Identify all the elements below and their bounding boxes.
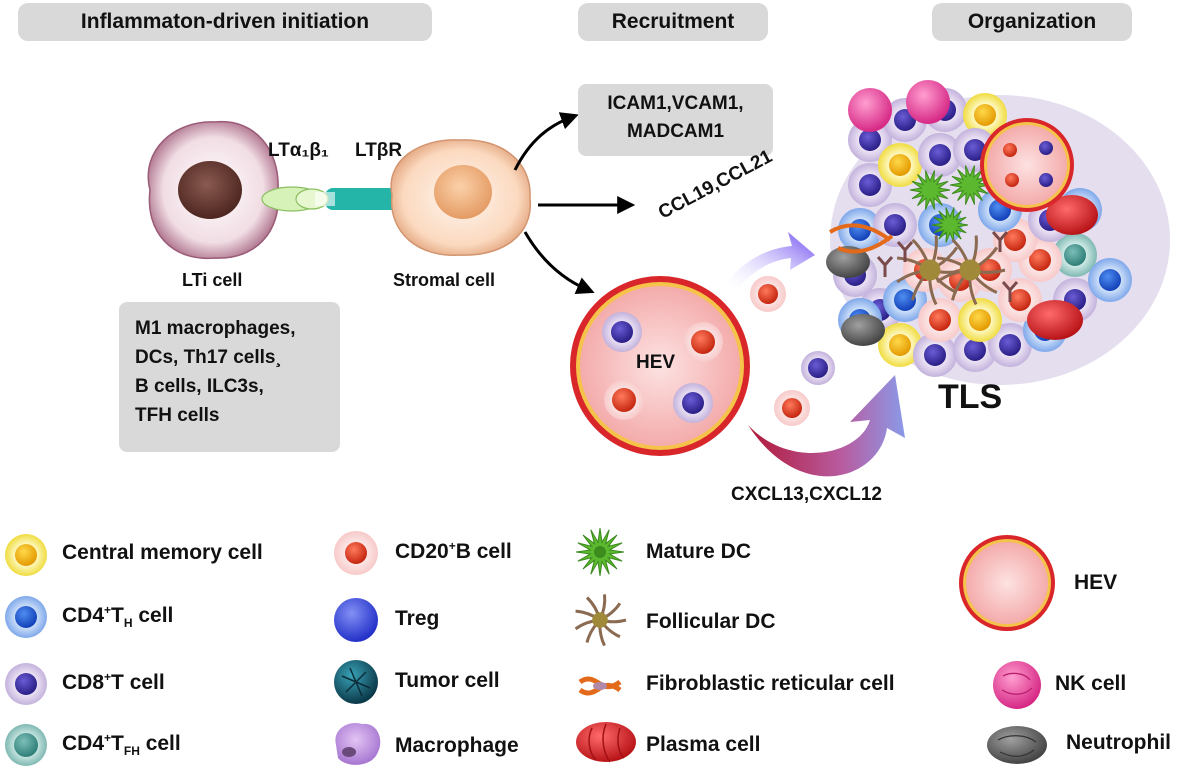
initiating-cells-box: M1 macrophages, DCs, Th17 cells¸ B cells… [119,302,340,452]
legend-cd8-t-sup: + [104,670,112,684]
legend-cd20-b-sup: + [448,539,456,553]
ltbr-label: LTβR [355,140,403,161]
cd4-th-cell-icon [5,596,47,638]
legend-cd4-tfh-post: cell [139,732,181,755]
central-memory-cell-icon [5,534,47,576]
legend-central-memory: Central memory cell [62,541,263,564]
legend-cd4-tfh-sub: FH [123,744,140,759]
stromal-cell-label: Stromal cell [393,270,496,290]
initiating-cells-line-4: TFH cells [135,405,220,426]
legend-cd20-b: CD20+B cell [395,539,512,564]
legend-follicular-dc: Follicular DC [646,610,776,633]
lti-cell-graphic [147,121,280,260]
legend-cd4-th-post: cell [132,604,174,627]
tls-cluster [826,80,1170,385]
cd20-b-cell-icon [334,531,378,575]
fibroblastic-reticular-cell-icon [578,676,622,696]
treg-icon [334,598,378,642]
nk-cell-icon [993,661,1041,709]
legend-cd4-tfh-sup: + [104,731,112,745]
chemokine-arrows [725,232,905,477]
legend-nk: NK cell [1055,672,1127,695]
legend-cd4-th: CD4+TH cell [62,603,173,630]
initiating-cells-line-1: M1 macrophages, [135,318,296,339]
header-organization: Organization [932,3,1132,41]
header-recruitment: Recruitment [578,3,768,41]
legend-cd4-th-mid: T [111,604,124,627]
adhesion-line-2: MADCAM1 [626,121,725,142]
signal-arrows [513,112,636,295]
legend-cd4-th-sub: H [123,616,133,631]
cxcl-label: CXCL13,CXCL12 [731,484,882,505]
ltbr-receptor-graphic [261,186,420,212]
legend-cd8-t-pre: CD8 [62,671,105,694]
legend-cd4-tfh: CD4+TFH cell [62,731,181,758]
legend-cd20-b-post: B cell [455,540,512,563]
hev-legend-icon [959,535,1055,631]
neutrophil-icon [987,726,1047,764]
hev-graphic [570,276,750,456]
tls-label: TLS [938,378,1003,416]
legend-cd8-t: CD8+T cell [62,670,165,695]
initiating-cells-line-3: B cells, ILC3s, [135,376,264,397]
stromal-cell-graphic [390,139,531,256]
adhesion-line-1: ICAM1,VCAM1, [607,93,744,114]
migrating-cells [750,276,835,426]
legend-hev: HEV [1074,571,1118,594]
lta1b1-label: LTα₁β₁ [268,140,329,161]
legend-cd4-th-sup: + [104,603,112,617]
legend-cd4-tfh-mid: T [111,732,124,755]
legend-cd8-t-post: T cell [111,671,165,694]
legend-icons [5,527,1055,766]
legend-macrophage: Macrophage [395,734,519,757]
cd8-t-cell-icon [5,663,47,705]
cd4-tfh-cell-icon [5,724,47,766]
hev-label: HEV [636,352,676,373]
legend-frc: Fibroblastic reticular cell [646,672,895,695]
plasma-cell-icon [576,722,636,763]
lti-cell-label: LTi cell [182,270,243,290]
tumor-cell-icon [334,660,378,704]
legend-treg: Treg [395,607,440,630]
legend-cd4-th-pre: CD4 [62,604,105,627]
adhesion-molecules-box: ICAM1,VCAM1, MADCAM1 [578,84,773,156]
follicular-dc-icon [574,594,627,647]
legend-mature-dc: Mature DC [646,540,752,563]
header-initiation: Inflammaton-driven initiation [18,3,432,41]
mature-dc-icon [575,527,625,577]
legend-neutrophil: Neutrophil [1066,731,1171,754]
initiating-cells-line-2: DCs, Th17 cells¸ [135,347,282,368]
macrophage-icon [335,722,381,765]
legend-cd4-tfh-pre: CD4 [62,732,105,755]
legend-tumor: Tumor cell [395,669,500,692]
legend-plasma: Plasma cell [646,733,761,756]
legend-cd20-b-pre: CD20 [395,540,449,563]
